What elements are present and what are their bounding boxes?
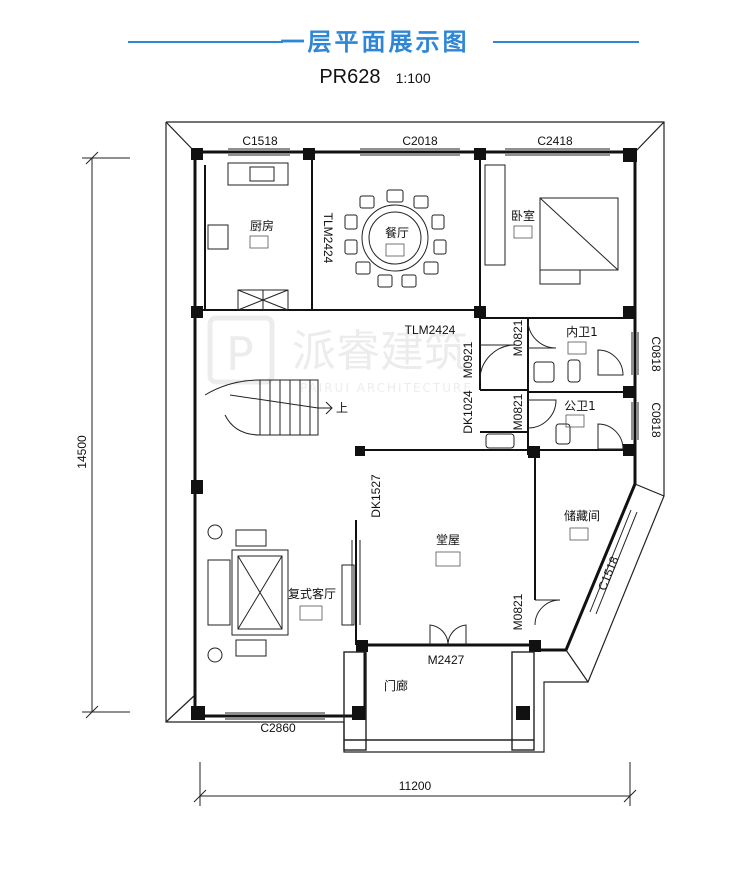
width-dimension: 11200 <box>399 779 432 793</box>
watermark-logo: P <box>226 327 254 381</box>
page-title: 一层平面展示图 <box>280 28 470 56</box>
staircase <box>204 379 333 436</box>
door-label-m0921: M0921 <box>461 341 475 378</box>
door-label-m0821-inner-bath: M0821 <box>511 319 525 356</box>
room-label-public-bath: 公卫1 <box>564 399 596 413</box>
window-label-c2860: C2860 <box>260 721 296 735</box>
room-label-bedroom: 卧室 <box>511 208 535 223</box>
door-swings <box>351 321 561 646</box>
watermark-subtext: PAIRUI ARCHITECTURE <box>300 381 473 395</box>
title-rule-left <box>128 41 283 43</box>
window-label-c0818-lower: C0818 <box>649 402 663 438</box>
window-label-c2418: C2418 <box>537 134 573 148</box>
exterior-walls <box>193 150 637 718</box>
title-rule-right <box>493 41 639 43</box>
kitchen-fixtures <box>207 162 289 311</box>
dimension-lines <box>82 151 637 806</box>
watermark: P 派睿建筑 PAIRUI ARCHITECTURE <box>207 315 473 395</box>
window-label-c1518: C1518 <box>242 134 278 148</box>
room-label-porch: 门廊 <box>384 678 408 693</box>
room-label-living: 复式客厅 <box>288 586 336 601</box>
door-label-m0821-storage: M0821 <box>511 593 525 630</box>
room-label-dining: 餐厅 <box>385 225 409 240</box>
bath-fixtures <box>485 349 624 450</box>
stair-up-label: 上 <box>336 401 348 415</box>
door-label-tlm2424-vertical: TLM2424 <box>321 213 335 264</box>
interior-walls <box>195 152 635 645</box>
dining-table <box>344 189 447 288</box>
window-label-c0818-upper: C0818 <box>649 336 663 372</box>
room-label-boxes <box>249 225 589 621</box>
height-dimension: 14500 <box>75 435 89 469</box>
porch-structure <box>343 651 535 751</box>
door-label-dk1527: DK1527 <box>369 474 383 518</box>
bedroom-fixtures <box>484 164 619 285</box>
room-label-hall: 堂屋 <box>436 533 460 547</box>
door-label-tlm2424-horizontal: TLM2424 <box>405 323 456 337</box>
door-label-dk1024: DK1024 <box>461 390 475 434</box>
plan-code: PR628 <box>319 66 381 88</box>
room-label-storage: 储藏间 <box>564 508 600 523</box>
door-label-m0821-public-bath: M0821 <box>511 393 525 430</box>
window-label-c2018: C2018 <box>402 134 438 148</box>
plan-subtitle: PR628 1:100 <box>0 66 750 89</box>
watermark-text: 派睿建筑 <box>292 326 468 377</box>
window-marks <box>225 148 639 720</box>
columns <box>191 148 637 720</box>
room-label-kitchen: 厨房 <box>250 218 274 233</box>
door-label-m2427: M2427 <box>428 653 465 667</box>
plan-scale: 1:100 <box>395 70 431 86</box>
outer-frame <box>165 121 665 753</box>
living-sofa <box>207 524 355 663</box>
room-label-inner-bath: 内卫1 <box>566 325 598 339</box>
